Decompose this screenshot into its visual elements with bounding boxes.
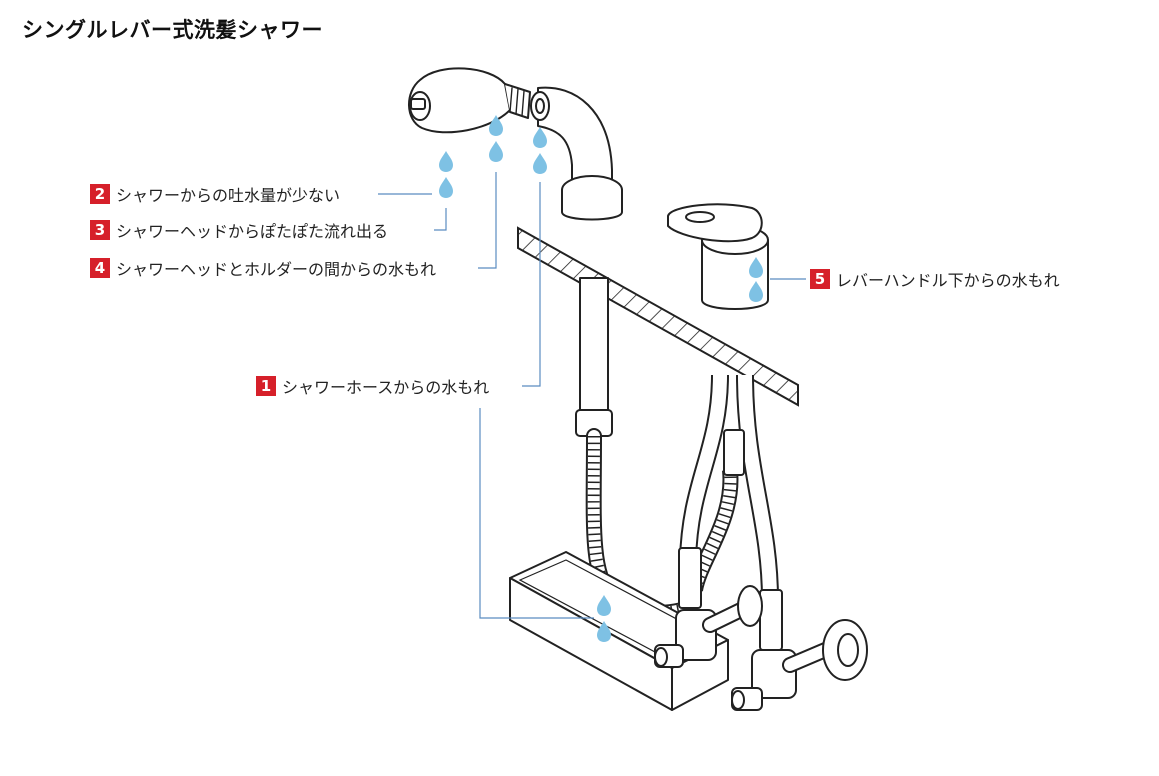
- callout-number-badge: 4: [90, 258, 110, 278]
- shower-head: [408, 67, 550, 134]
- supply-pipes: [678, 374, 783, 651]
- callout-low-flow: 2 シャワーからの吐水量が少ない: [90, 182, 340, 206]
- stop-valve-left: [654, 585, 763, 668]
- water-drop-icon: [439, 151, 453, 172]
- callout-hose-leak: 1 シャワーホースからの水もれ: [256, 374, 489, 398]
- callout-number-badge: 5: [810, 269, 830, 289]
- hose-guide-pipe: [575, 277, 613, 437]
- callout-label: レバーハンドル下からの水もれ: [836, 271, 1060, 290]
- water-drop-icon: [533, 127, 547, 148]
- callout-head-dripping: 3 シャワーヘッドからぽたぽた流れ出る: [90, 218, 388, 242]
- callout-label: シャワーホースからの水もれ: [282, 378, 490, 397]
- callout-head-holder-leak: 4 シャワーヘッドとホルダーの間からの水もれ: [90, 256, 436, 280]
- callout-label: シャワーからの吐水量が少ない: [116, 186, 341, 205]
- leader-lines: [378, 172, 806, 619]
- callout-lever-leak: 5 レバーハンドル下からの水もれ: [810, 267, 1060, 291]
- callout-label: シャワーヘッドとホルダーの間からの水もれ: [116, 260, 437, 279]
- stop-valve-right: [731, 619, 868, 711]
- callout-label: シャワーヘッドからぽたぽた流れ出る: [116, 222, 389, 241]
- water-drop-icon: [439, 177, 453, 198]
- page-title: シングルレバー式洗髪シャワー: [22, 18, 323, 42]
- callout-number-badge: 1: [256, 376, 276, 396]
- callout-number-badge: 2: [90, 184, 110, 204]
- shower-holder: [537, 86, 623, 221]
- water-drop-icon: [533, 153, 547, 174]
- water-drop-icon: [489, 141, 503, 162]
- callout-number-badge: 3: [90, 220, 110, 240]
- countertop: [517, 226, 799, 407]
